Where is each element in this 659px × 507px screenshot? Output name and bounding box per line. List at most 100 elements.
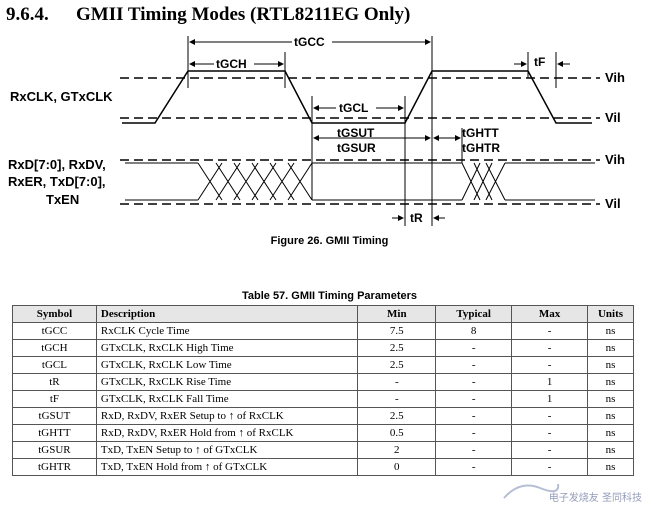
- table-row: tGCL GTxCLK, RxCLK Low Time 2.5 - - ns: [12, 356, 634, 374]
- header-symbol: Symbol: [12, 305, 97, 323]
- table-row: tGSUT RxD, RxDV, RxER Setup to ↑ of RxCL…: [12, 407, 634, 425]
- cell-description: RxD, RxDV, RxER Hold from ↑ of RxCLK: [95, 424, 359, 442]
- tgsur-label: tGSUR: [337, 141, 376, 155]
- cell-typical: -: [435, 407, 513, 425]
- cell-description: RxCLK Cycle Time: [95, 322, 359, 340]
- cell-min: 7.5: [357, 322, 437, 340]
- table-row: tGSUR TxD, TxEN Setup to ↑ of GTxCLK 2 -…: [12, 441, 634, 459]
- cell-max: -: [511, 407, 588, 425]
- cell-max: -: [511, 458, 588, 476]
- header-min: Min: [357, 305, 437, 323]
- data-vih-label: Vih: [605, 152, 625, 167]
- cell-max: -: [511, 424, 588, 442]
- table-row: tR GTxCLK, RxCLK Rise Time - - 1 ns: [12, 373, 634, 391]
- cell-typical: -: [435, 356, 513, 374]
- cell-description: GTxCLK, RxCLK Rise Time: [95, 373, 359, 391]
- cell-symbol: tGSUT: [12, 407, 97, 425]
- cell-max: -: [511, 322, 588, 340]
- cell-units: ns: [587, 322, 634, 340]
- cell-description: TxD, TxEN Hold from ↑ of GTxCLK: [95, 458, 359, 476]
- tf-label: tF: [534, 55, 545, 69]
- cell-typical: -: [435, 441, 513, 459]
- table-title: Table 57. GMII Timing Parameters: [241, 290, 418, 302]
- clk-vil-label: Vil: [605, 110, 621, 125]
- watermark-logo-icon: [503, 483, 560, 499]
- cell-description: GTxCLK, RxCLK Fall Time: [95, 390, 359, 408]
- cell-typical: -: [435, 373, 513, 391]
- table-row: tGCH GTxCLK, RxCLK High Time 2.5 - - ns: [12, 339, 634, 357]
- watermark-text: 电子发烧友 圣同科技: [548, 493, 642, 504]
- cell-max: 1: [511, 390, 588, 408]
- cell-typical: 8: [435, 322, 513, 340]
- cell-units: ns: [587, 458, 634, 476]
- table-row: tGHTR TxD, TxEN Hold from ↑ of GTxCLK 0 …: [12, 458, 634, 476]
- cell-units: ns: [587, 424, 634, 442]
- data-signal-label-3: TxEN: [46, 192, 79, 207]
- cell-max: -: [511, 339, 588, 357]
- cell-max: -: [511, 356, 588, 374]
- cell-min: 0.5: [357, 424, 437, 442]
- cell-symbol: tGHTT: [12, 424, 97, 442]
- cell-description: RxD, RxDV, RxER Setup to ↑ of RxCLK: [95, 407, 359, 425]
- section-number: 9.6.4.: [6, 4, 49, 25]
- table-header-row: Symbol Description Min Typical Max Units: [12, 305, 634, 323]
- header-max: Max: [511, 305, 588, 323]
- cell-units: ns: [587, 339, 634, 357]
- cell-symbol: tGSUR: [12, 441, 97, 459]
- timing-diagram: RxCLK, GTxCLK RxD[7:0], RxDV, RxER, TxD[…: [8, 34, 625, 226]
- cell-symbol: tGCH: [12, 339, 97, 357]
- figure-caption: Figure 26. GMII Timing: [270, 235, 389, 247]
- section-heading: 9.6.4. GMII Timing Modes (RTL8211EG Only): [6, 4, 410, 26]
- tghtr-label: tGHTR: [462, 141, 500, 155]
- cell-symbol: tR: [12, 373, 97, 391]
- cell-description: GTxCLK, RxCLK Low Time: [95, 356, 359, 374]
- tgcc-label: tGCC: [294, 35, 325, 49]
- cell-symbol: tF: [12, 390, 97, 408]
- table-row: tF GTxCLK, RxCLK Fall Time - - 1 ns: [12, 390, 634, 408]
- data-waveform: [125, 162, 595, 201]
- cell-min: 2.5: [357, 339, 437, 357]
- data-signal-label-1: RxD[7:0], RxDV,: [8, 157, 106, 172]
- cell-units: ns: [587, 407, 634, 425]
- tgch-label: tGCH: [216, 57, 247, 71]
- cell-typical: -: [435, 458, 513, 476]
- watermark: 电子发烧友 圣同科技: [500, 478, 650, 506]
- tghtt-label: tGHTT: [462, 126, 499, 140]
- clock-waveform: [122, 70, 592, 124]
- cell-typical: -: [435, 339, 513, 357]
- cell-min: -: [357, 373, 437, 391]
- cell-min: -: [357, 390, 437, 408]
- cell-symbol: tGCL: [12, 356, 97, 374]
- clock-signal-label: RxCLK, GTxCLK: [10, 89, 113, 104]
- reference-lines: [187, 36, 557, 226]
- cell-units: ns: [587, 356, 634, 374]
- data-vil-label: Vil: [605, 196, 621, 211]
- cell-max: -: [511, 441, 588, 459]
- cell-description: TxD, TxEN Setup to ↑ of GTxCLK: [95, 441, 359, 459]
- header-typical: Typical: [435, 305, 513, 323]
- cell-symbol: tGHTR: [12, 458, 97, 476]
- cell-description: GTxCLK, RxCLK High Time: [95, 339, 359, 357]
- tr-label: tR: [410, 211, 423, 225]
- tgcl-label: tGCL: [339, 101, 368, 115]
- table-row: tGCC RxCLK Cycle Time 7.5 8 - ns: [12, 322, 634, 340]
- cell-typical: -: [435, 390, 513, 408]
- clk-vih-label: Vih: [605, 70, 625, 85]
- cell-units: ns: [587, 390, 634, 408]
- header-units: Units: [587, 305, 634, 323]
- cell-max: 1: [511, 373, 588, 391]
- table-row: tGHTT RxD, RxDV, RxER Hold from ↑ of RxC…: [12, 424, 634, 442]
- data-signal-label-2: RxER, TxD[7:0],: [8, 174, 106, 189]
- tgsut-label: tGSUT: [337, 126, 375, 140]
- cell-min: 0: [357, 458, 437, 476]
- cell-typical: -: [435, 424, 513, 442]
- section-title: GMII Timing Modes (RTL8211EG Only): [76, 4, 411, 25]
- cell-min: 2.5: [357, 356, 437, 374]
- cell-min: 2: [357, 441, 437, 459]
- cell-symbol: tGCC: [12, 322, 97, 340]
- cell-min: 2.5: [357, 407, 437, 425]
- header-description: Description: [95, 305, 359, 323]
- timing-parameters-table: Symbol Description Min Typical Max Units…: [12, 305, 634, 476]
- cell-units: ns: [587, 373, 634, 391]
- cell-units: ns: [587, 441, 634, 459]
